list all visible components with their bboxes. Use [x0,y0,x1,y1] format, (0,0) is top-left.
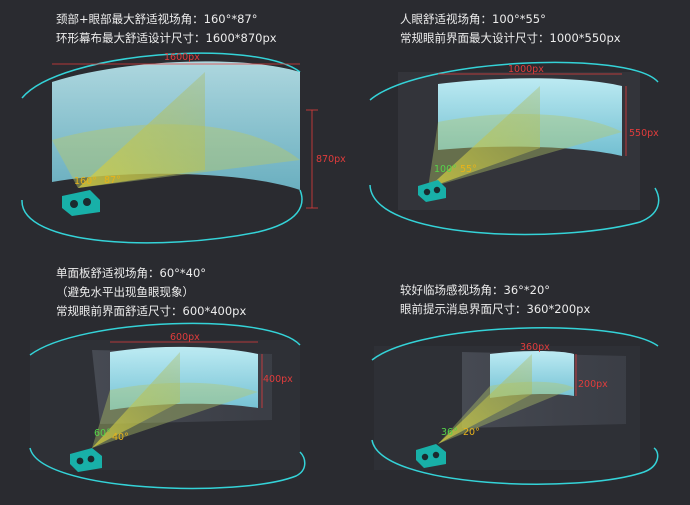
panel-3-width-label: 600px [170,332,200,343]
panel-4-bottom-ring [371,439,659,485]
panel-3-h-angle: 60° [94,428,111,439]
panel-1-v-angle: 87° [104,175,121,186]
panel-1-v-cone [78,72,205,188]
panel-2-headset-icon [418,180,446,202]
panel-1-h-angle: 160° [74,176,97,187]
panel-3-v-cone [92,352,180,448]
panel-1-top-ring [21,52,301,99]
panel-1-width-label: 1600px [164,52,200,63]
panel-3-h-cone [92,382,258,448]
panel-1-height-label: 870px [316,154,346,165]
panel-4-top-ring [371,327,659,361]
panel-4-headset-icon [416,444,446,468]
panel-1-diagram: 1600px 870px 160° 87° [21,52,346,244]
panel-2-v-cone [428,86,540,188]
panel-4-v-cone [438,354,532,444]
panel-4-width-label: 360px [520,342,550,353]
panel-3-bottom-ring [29,447,306,490]
caption-line: （避免水平出现鱼眼现象） [56,285,194,299]
caption-line: 人眼舒适视场角：100°*55° [400,12,546,26]
panel-3-height-label: 400px [263,374,293,385]
panel-4-h-cone [438,381,574,444]
panel-4-height-label: 200px [578,379,608,390]
panel-2-width-label: 1000px [508,64,544,75]
caption-line: 常规眼前界面舒适尺寸：600*400px [56,304,247,318]
panel-2-height-label: 550px [629,128,659,139]
panel-1-headset-icon [62,190,100,216]
panel-3-diagram: 600px 400px 60° 40° [29,322,306,490]
caption-panel-4: 较好临场感视场角：36°*20° 眼前提示消息界面尺寸：360*200px [400,281,590,319]
panel-1-bottom-ring [21,189,303,244]
caption-panel-1: 颈部+眼部最大舒适视场角：160°*87° 环形幕布最大舒适设计尺寸：1600*… [56,10,277,48]
panel-4-h-angle: 36° [441,427,458,438]
panel-2-v-angle: 55° [460,164,477,175]
caption-panel-3: 单面板舒适视场角：60°*40° （避免水平出现鱼眼现象） 常规眼前界面舒适尺寸… [56,264,246,321]
panel-4-v-angle: 20° [463,427,480,438]
caption-line: 环形幕布最大舒适设计尺寸：1600*870px [56,31,277,45]
caption-panel-2: 人眼舒适视场角：100°*55° 常规眼前界面最大设计尺寸：1000*550px [400,10,621,48]
caption-line: 颈部+眼部最大舒适视场角：160°*87° [56,12,258,26]
caption-line: 眼前提示消息界面尺寸：360*200px [400,302,591,316]
panel-2-diagram: 1000px 550px 100° 55° [369,61,660,236]
caption-line: 常规眼前界面最大设计尺寸：1000*550px [400,31,621,45]
panel-3-v-angle: 40° [112,432,129,443]
panel-2-top-ring [369,61,659,101]
caption-line: 较好临场感视场角：36°*20° [400,283,551,297]
panel-2-bottom-ring [369,184,660,236]
panel-4-diagram: 360px 200px 36° 20° [371,327,659,485]
caption-line: 单面板舒适视场角：60°*40° [56,266,207,280]
panel-2-h-angle: 100° [434,164,457,175]
panel-3-top-ring [29,322,301,356]
panel-3-headset-icon [70,448,102,472]
